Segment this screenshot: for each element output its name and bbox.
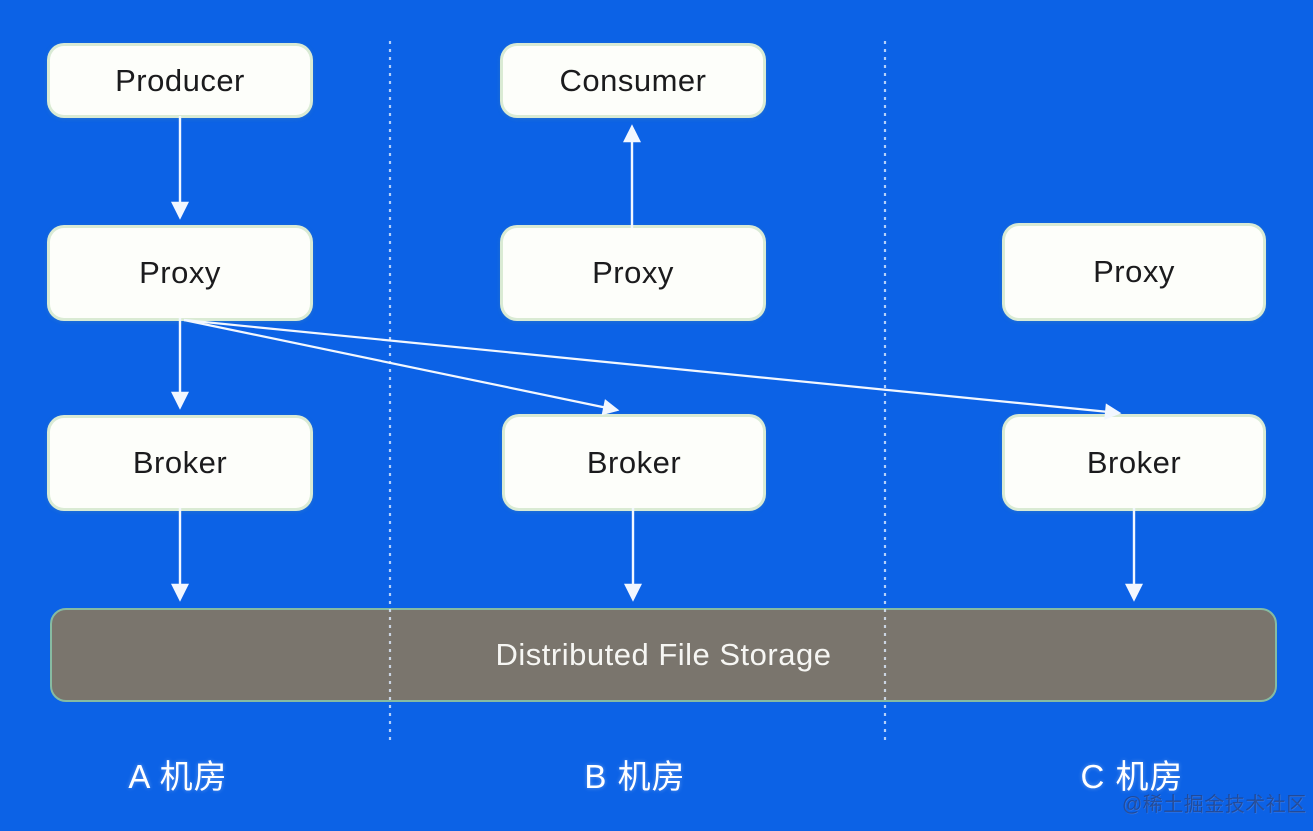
storage-label: Distributed File Storage [495,637,832,672]
node-producer-label: Producer [115,62,245,98]
node-proxy-b-label: Proxy [592,255,674,290]
node-proxy-a: Proxy [50,228,310,318]
arrow-proxy-a-to-broker-c [183,318,1122,420]
region-label-b: B 机房 [584,758,686,795]
node-broker-c-label: Broker [1086,444,1182,480]
node-broker-c: Broker [1005,417,1263,508]
arrow-proxy-a-to-broker-b [183,318,620,416]
node-broker-b-label: Broker [586,444,682,480]
node-broker-a-label: Broker [132,445,228,480]
node-producer: Producer [50,46,310,115]
watermark: @稀土掘金技术社区 [1122,794,1307,816]
region-label-c: C 机房 [1080,758,1184,795]
node-proxy-c-label: Proxy [1093,254,1175,289]
node-proxy-a-label: Proxy [139,255,221,290]
node-distributed-file-storage: Distributed File Storage [50,608,1277,702]
node-consumer-label: Consumer [559,62,707,98]
region-label-a: A 机房 [128,758,228,795]
node-broker-a: Broker [50,418,310,508]
node-broker-b: Broker [505,417,763,508]
node-proxy-c: Proxy [1005,226,1263,318]
node-consumer: Consumer [503,46,763,115]
node-proxy-b: Proxy [503,228,763,318]
